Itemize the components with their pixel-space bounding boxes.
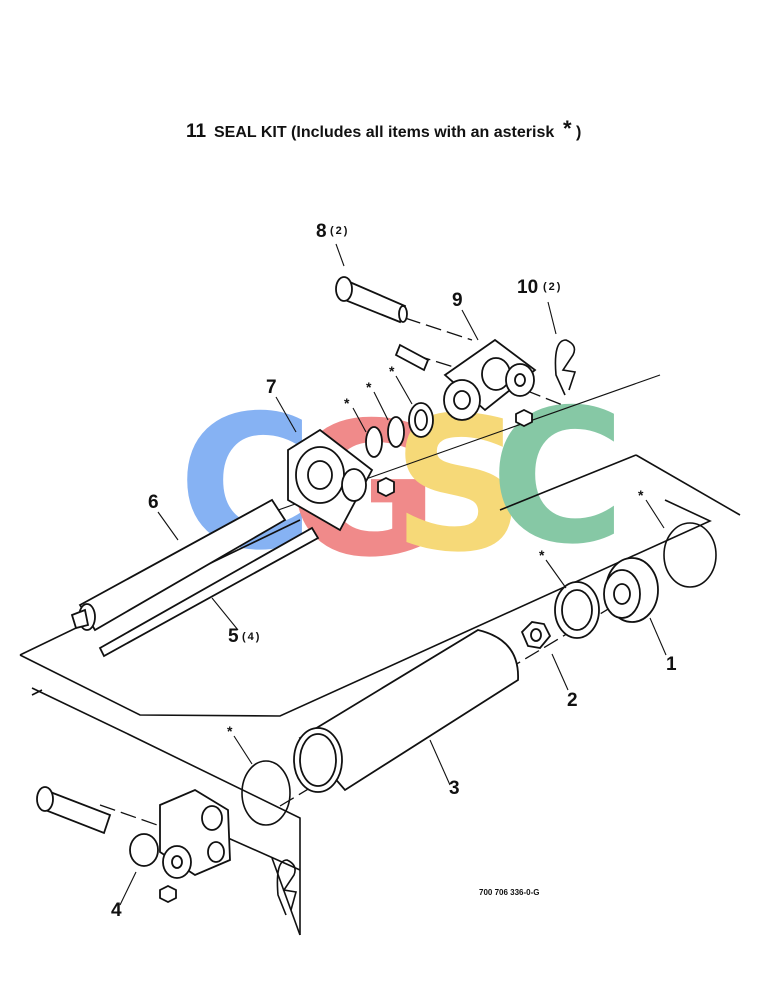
- head-port: [341, 468, 367, 502]
- cap-port-bottom: [207, 841, 225, 863]
- cap-nut: [159, 884, 177, 904]
- clevis-bore: [453, 390, 471, 410]
- leader-ast-e: [645, 499, 665, 529]
- leader-ast-f: [233, 735, 253, 765]
- cylinder-head: [287, 428, 395, 532]
- seal-marker-3: *: [389, 363, 395, 379]
- seal-ring-c-inner: [414, 409, 428, 431]
- seal-marker-2: *: [366, 379, 372, 395]
- callout-5: 5: [228, 626, 239, 647]
- callout-4: 4: [111, 900, 122, 921]
- title-text: SEAL KIT (Includes all items with an ast…: [214, 124, 554, 141]
- clevis-nut: [515, 408, 533, 428]
- callout-2: 2: [567, 690, 578, 711]
- leader-9: [461, 309, 479, 341]
- seal-marker-4: *: [539, 547, 545, 563]
- leader-4: [119, 871, 137, 906]
- pin-centerline: [404, 317, 473, 341]
- leader-ast-b: [373, 391, 389, 421]
- leader-10: [547, 301, 557, 335]
- drawing-part-code: 700 706 336-0-G: [479, 888, 540, 897]
- callout-3: 3: [449, 778, 460, 799]
- seal-ring-b: [387, 416, 405, 448]
- diagram-title: 11 SEAL KIT (Includes all items with an …: [186, 116, 581, 142]
- cap-pin-head: [36, 786, 54, 812]
- watermark-letter-c2: C: [490, 369, 626, 585]
- seal-ring-a: [365, 426, 383, 458]
- enclosure-bottom-right: [271, 857, 301, 936]
- leader-5: [211, 597, 239, 631]
- cap-ear-left: [129, 833, 159, 867]
- cylinder-barrel: [293, 629, 519, 793]
- callout-1: 1: [666, 654, 677, 675]
- callout-6: 6: [148, 492, 159, 513]
- callout-labels: 8 (2) 9 10 (2) 7 6 5 (4) 1 2 3 4: [111, 221, 677, 921]
- clevis-bolt: [394, 343, 430, 372]
- leader-2: [551, 653, 569, 691]
- leader-ast-c: [395, 375, 413, 405]
- callout-8-qty: (2): [330, 225, 349, 237]
- hitch-clip-bottom: [276, 859, 298, 916]
- leader-3: [429, 739, 451, 786]
- piston-nut: [520, 621, 552, 649]
- seal-marker-5: *: [638, 487, 644, 503]
- hitch-clip-top-wire: [554, 339, 577, 396]
- title-item-number: 11: [186, 121, 207, 142]
- hitch-clip-bottom-wire: [276, 859, 298, 916]
- piston-rod-thread: [70, 608, 90, 630]
- callout-8: 8: [316, 221, 327, 242]
- piston-assembly: [554, 522, 717, 639]
- cap-end-clevis: [36, 786, 231, 904]
- seal-kit-markers: * * * * * *: [227, 363, 644, 739]
- title-close-paren: ): [576, 124, 581, 141]
- enclosure-left-lines: [19, 499, 712, 717]
- seal-marker-1: *: [344, 395, 350, 411]
- head-nut: [377, 476, 395, 498]
- callout-10: 10: [517, 277, 538, 298]
- leader-7: [275, 396, 297, 433]
- piston-nut-hole: [530, 628, 542, 642]
- pin-top-end: [398, 305, 408, 323]
- barrel-body: [298, 629, 519, 792]
- leader-1: [649, 617, 667, 656]
- leader-8: [335, 243, 345, 267]
- clevis-pin-hole: [514, 373, 526, 387]
- piston-bore: [613, 583, 631, 605]
- clevis-pin-top: [335, 276, 408, 324]
- rod-clevis: [394, 338, 537, 428]
- cap-ear-hole: [171, 855, 183, 869]
- piston-o-ring: [663, 522, 717, 588]
- gland-seals: [365, 402, 434, 458]
- callout-10-qty: (2): [543, 281, 562, 293]
- callout-9: 9: [452, 290, 463, 311]
- pin-top-head: [335, 276, 353, 302]
- tie-rod: [98, 526, 320, 658]
- piston-seal-inner: [561, 589, 593, 631]
- barrel-mouth-inner: [299, 733, 337, 787]
- callout-7: 7: [266, 377, 277, 398]
- leader-6: [157, 511, 179, 541]
- head-bore: [307, 460, 333, 490]
- enclosure-lower-tick: [31, 689, 43, 696]
- enclosure-right-edge: [635, 454, 741, 516]
- barrel-o-ring: [241, 760, 291, 826]
- piston-rod: [70, 498, 287, 632]
- seal-marker-6: *: [227, 723, 233, 739]
- hitch-clip-top: [554, 339, 577, 396]
- leader-lines: [119, 243, 667, 906]
- leader-ast-d: [545, 559, 567, 589]
- enclosure-lower-lines: [31, 687, 301, 935]
- leader-ast-a: [352, 407, 367, 433]
- title-asterisk: *: [563, 116, 572, 141]
- tie-rod-body: [98, 526, 320, 658]
- cap-port-top: [201, 805, 223, 831]
- enclosure-top-right-edge: [499, 454, 637, 511]
- callout-5-qty: (4): [242, 631, 261, 643]
